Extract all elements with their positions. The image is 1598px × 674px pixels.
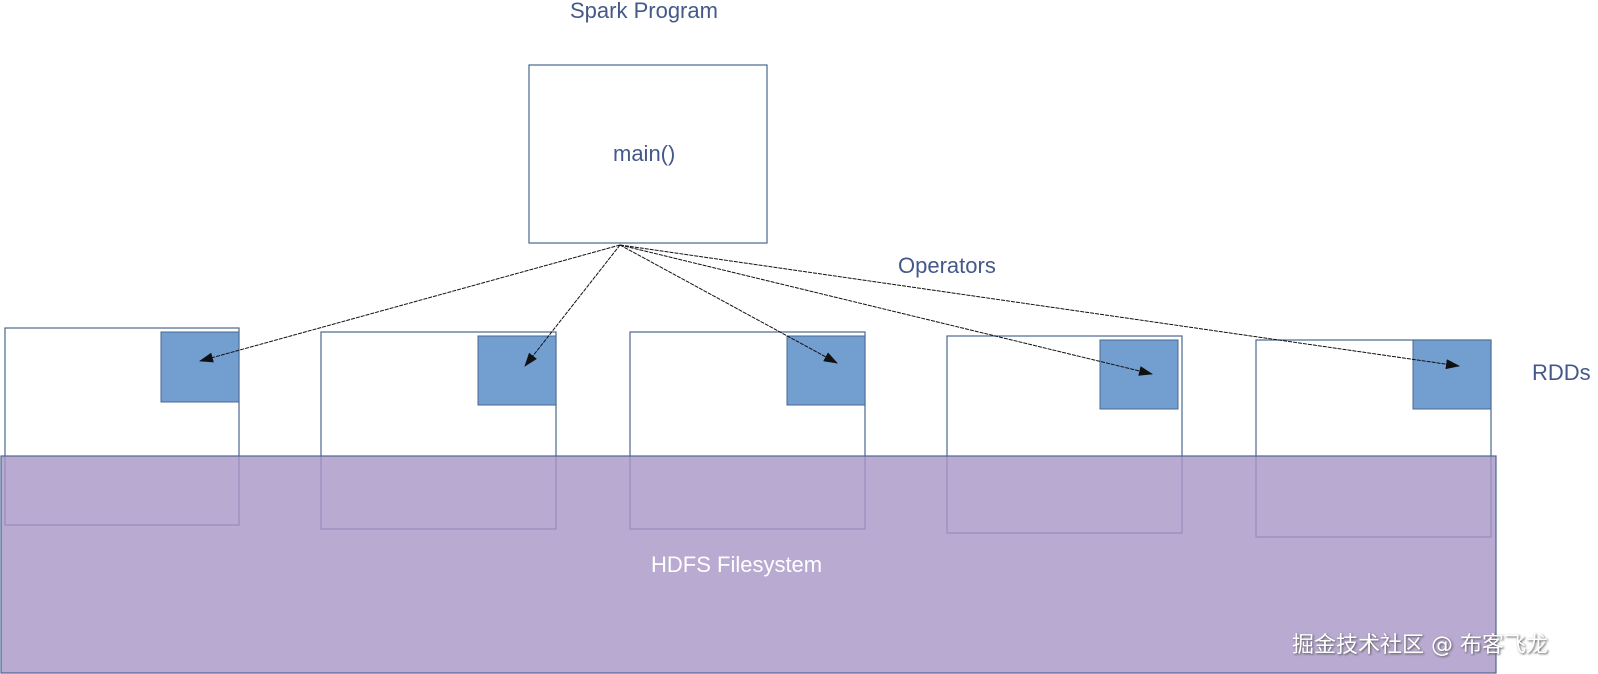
operators-label: Operators [898,253,996,278]
operator-arrow-2 [524,244,621,367]
main-function-label: main() [613,141,676,166]
main-function-box [528,64,768,244]
hdfs-filesystem-label: HDFS Filesystem [651,552,823,577]
rdd-block-5 [1412,339,1492,410]
rdds-label: RDDs [1532,360,1591,385]
operator-arrow-3 [619,244,838,364]
rdd-block-4 [1099,339,1179,410]
hdfs-filesystem-box [0,455,1497,674]
rdd-block-1 [160,331,240,403]
spark-program-title: Spark Program [570,0,718,23]
operator-arrow-4 [619,244,1153,376]
watermark: 掘金技术社区 @ 布客飞龙 [1292,633,1548,658]
rdd-block-2 [477,335,557,406]
rdd-block-3 [786,335,866,406]
operator-arrow-5 [619,244,1460,370]
operator-arrow-1 [199,244,621,363]
